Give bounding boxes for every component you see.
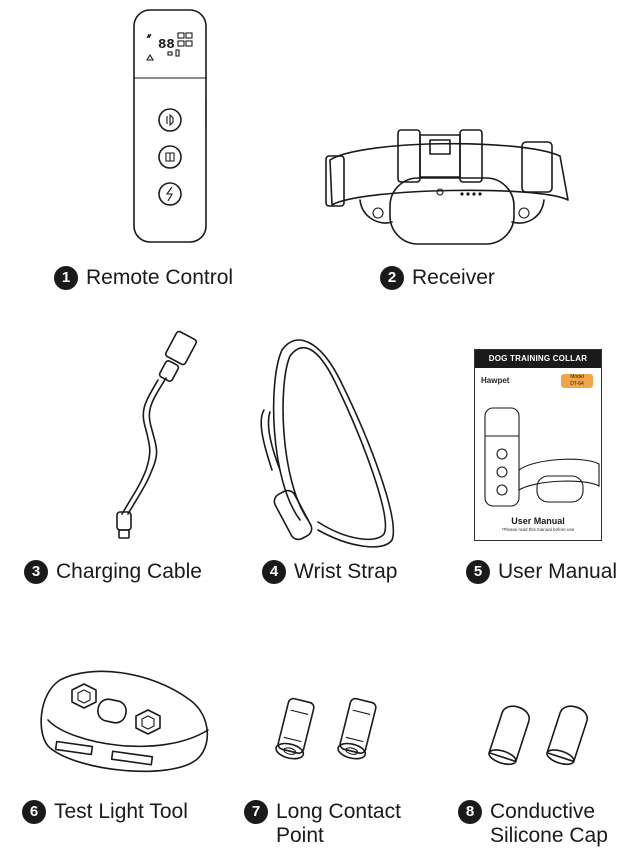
item-name: Test Light Tool bbox=[54, 800, 188, 823]
item-long-contact-point-label: 7 Long Contact Point bbox=[244, 800, 401, 848]
item-name: Receiver bbox=[412, 266, 495, 289]
item-name-line2: Silicone Cap bbox=[490, 824, 608, 847]
item-number-badge: 1 bbox=[54, 266, 78, 290]
item-name: Long Contact Point bbox=[276, 800, 401, 848]
item-number-badge: 3 bbox=[24, 560, 48, 584]
manual-model-badge: Model DT-64 bbox=[561, 374, 593, 388]
item-receiver-label: 2 Receiver bbox=[380, 266, 495, 290]
item-user-manual-label: 5 User Manual bbox=[466, 560, 617, 584]
item-number-badge: 6 bbox=[22, 800, 46, 824]
manual-model-label: Model bbox=[570, 374, 584, 380]
manual-title: User Manual bbox=[511, 516, 565, 526]
item-name: Remote Control bbox=[86, 266, 234, 289]
item-test-light-tool-label: 6 Test Light Tool bbox=[22, 800, 188, 824]
item-charging-cable-label: 3 Charging Cable bbox=[24, 560, 202, 584]
item-number-badge: 7 bbox=[244, 800, 268, 824]
item-number-badge: 8 bbox=[458, 800, 482, 824]
item-name: User Manual bbox=[498, 560, 618, 583]
manual-brand-logo: Hawpet bbox=[481, 376, 510, 385]
remote-display-digits: 88 bbox=[158, 37, 175, 53]
item-name: Conductive Silicone Cap bbox=[490, 800, 608, 848]
user-manual-cover: DOG TRAINING COLLAR Hawpet Model DT-64 U… bbox=[474, 349, 602, 541]
item-number-badge: 2 bbox=[380, 266, 404, 290]
item-name-line1: Conductive bbox=[490, 800, 596, 823]
item-number-badge: 5 bbox=[466, 560, 490, 584]
item-conductive-silicone-cap-label: 8 Conductive Silicone Cap bbox=[458, 800, 608, 848]
item-number-badge: 4 bbox=[262, 560, 286, 584]
manual-header: DOG TRAINING COLLAR bbox=[475, 350, 601, 368]
item-name-line1: Long Contact bbox=[276, 800, 401, 823]
item-remote-control-label: 1 Remote Control bbox=[54, 266, 233, 290]
manual-subtitle: *Please read this manual before use bbox=[501, 527, 575, 532]
manual-model-value: DT-64 bbox=[570, 381, 584, 387]
item-name: Wrist Strap bbox=[294, 560, 398, 583]
item-name: Charging Cable bbox=[56, 560, 202, 583]
manual-cover-artwork bbox=[484, 407, 600, 507]
item-name-line2: Point bbox=[276, 824, 324, 847]
item-wrist-strap-label: 4 Wrist Strap bbox=[262, 560, 397, 584]
